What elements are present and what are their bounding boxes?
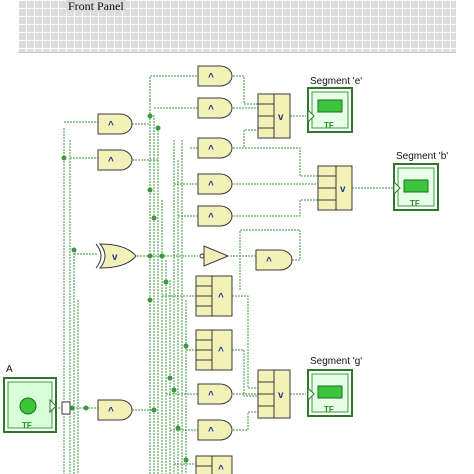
segment-g-indicator[interactable]: Segment 'g' TF — [307, 356, 362, 417]
svg-text:^: ^ — [208, 426, 214, 437]
xor-gate[interactable]: v — [95, 243, 137, 269]
led-icon — [317, 385, 343, 399]
indicator-label: Segment 'e' — [310, 76, 362, 87]
compound-and-node[interactable]: ^ — [195, 329, 233, 371]
svg-text:TF: TF — [324, 121, 334, 130]
svg-text:^: ^ — [208, 72, 214, 83]
led-icon — [317, 99, 343, 113]
coercion-node[interactable] — [61, 401, 71, 415]
and-gate[interactable]: ^ — [255, 249, 293, 271]
svg-text:^: ^ — [218, 346, 224, 357]
svg-text:^: ^ — [218, 292, 224, 303]
and-gate[interactable]: ^ — [197, 97, 233, 119]
and-gate[interactable]: ^ — [197, 173, 233, 195]
compound-or-node[interactable]: v — [257, 369, 291, 419]
and-gate[interactable]: ^ — [197, 65, 233, 87]
svg-text:v: v — [340, 184, 346, 195]
svg-text:^: ^ — [108, 406, 114, 417]
svg-text:v: v — [112, 252, 118, 263]
svg-text:^: ^ — [208, 144, 214, 155]
svg-text:^: ^ — [208, 104, 214, 115]
front-panel-window: Front Panel — [18, 0, 456, 53]
svg-text:TF: TF — [22, 421, 32, 430]
segment-b-indicator[interactable]: Segment 'b' TF — [393, 151, 448, 211]
svg-text:TF: TF — [410, 199, 420, 208]
not-gate[interactable] — [199, 245, 230, 267]
segment-e-indicator[interactable]: Segment 'e' TF — [307, 76, 362, 133]
led-icon — [19, 397, 37, 415]
svg-text:v: v — [278, 112, 284, 123]
led-icon — [403, 179, 429, 193]
svg-text:^: ^ — [266, 256, 272, 267]
and-gate[interactable]: ^ — [197, 205, 233, 227]
boolean-control-a[interactable]: A TF — [3, 364, 57, 433]
and-gate[interactable]: ^ — [97, 399, 133, 421]
control-label: A — [6, 364, 13, 375]
indicator-label: Segment 'g' — [310, 356, 362, 367]
svg-text:^: ^ — [208, 390, 214, 401]
indicator-label: Segment 'b' — [396, 151, 448, 162]
compound-and-node[interactable]: ^ — [195, 275, 233, 317]
svg-text:^: ^ — [208, 180, 214, 191]
svg-text:^: ^ — [208, 212, 214, 223]
compound-or-node[interactable]: v — [317, 165, 353, 211]
compound-or-node[interactable]: v — [257, 93, 291, 139]
svg-text:^: ^ — [108, 156, 114, 167]
front-panel-title: Front Panel — [66, 0, 126, 13]
and-gate[interactable]: ^ — [197, 419, 233, 441]
svg-text:^: ^ — [218, 464, 224, 474]
wire-links — [58, 75, 394, 465]
svg-text:^: ^ — [108, 120, 114, 131]
svg-text:TF: TF — [324, 405, 334, 414]
and-gate[interactable]: ^ — [97, 149, 133, 171]
and-gate[interactable]: ^ — [197, 383, 233, 405]
and-gate[interactable]: ^ — [197, 137, 233, 159]
svg-text:v: v — [278, 390, 284, 401]
and-gate[interactable]: ^ — [97, 113, 133, 135]
wire-junctions — [61, 113, 189, 463]
compound-and-node[interactable]: ^ — [195, 455, 233, 474]
